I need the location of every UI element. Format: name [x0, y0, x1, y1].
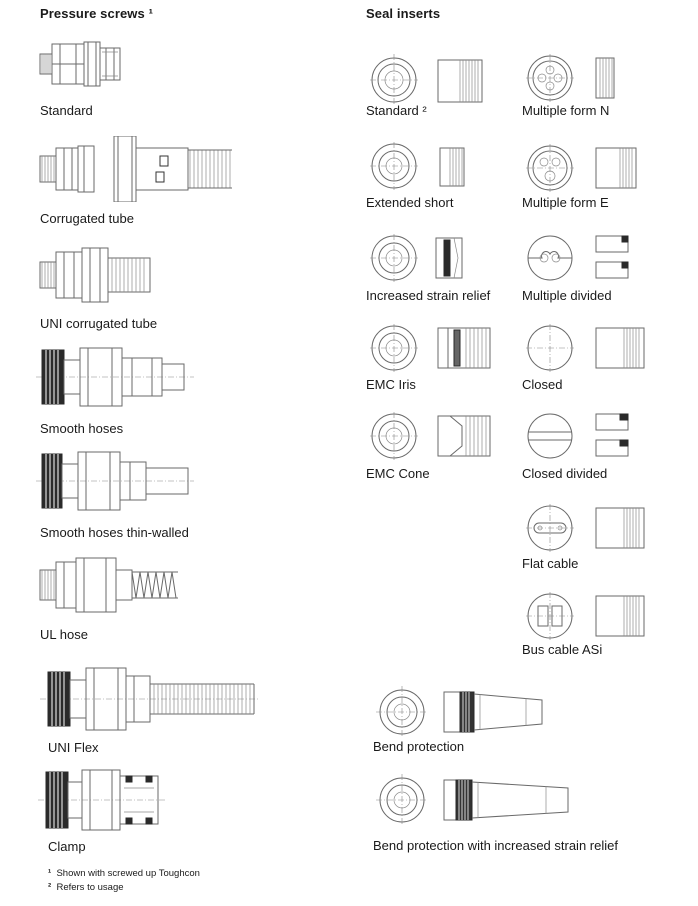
seal-increased-strain-relief-drawing	[370, 232, 470, 286]
bend-protection-increased-strain-relief-drawing	[376, 772, 576, 828]
seal-bus-cable-asi-drawing	[524, 590, 648, 646]
seal-inserts-heading: Seal inserts	[366, 6, 441, 21]
seal-emc-iris-drawing	[370, 322, 494, 376]
seal-insert-label: Closed	[522, 377, 563, 392]
seal-insert-label: EMC Iris	[366, 377, 416, 392]
seal-multiple-form-e-drawing	[524, 142, 644, 196]
pressure-screw-label: Clamp	[48, 839, 86, 854]
seal-insert-label: EMC Cone	[366, 466, 430, 481]
seal-flat-cable-drawing	[524, 502, 648, 558]
pressure-screw-label: Corrugated tube	[40, 211, 134, 226]
seal-insert-label: Increased strain relief	[366, 288, 491, 303]
seal-multiple-form-n-drawing	[524, 50, 624, 106]
pressure-screws-heading: Pressure screws ¹	[40, 6, 153, 21]
pressure-screw-label: Standard	[40, 103, 93, 118]
pressure-screw-label: UNI corrugated tube	[40, 316, 158, 331]
seal-insert-label: Multiple form E	[522, 195, 609, 210]
standard-screw-drawing	[38, 36, 128, 92]
seal-insert-label: Extended short	[366, 195, 454, 210]
seal-insert-label: Bend protection with increased strain re…	[373, 838, 618, 853]
footnote-2-text: Refers to usage	[56, 882, 124, 893]
seal-closed-drawing	[524, 322, 648, 378]
seal-insert-label: Flat cable	[522, 556, 579, 571]
pressure-screw-label: Smooth hoses	[40, 421, 124, 436]
bend-protection-drawing	[376, 684, 576, 740]
corrugated-tube-screw-drawing	[38, 136, 238, 202]
seal-insert-label: Closed divided	[522, 466, 608, 481]
seal-extended-short-drawing	[370, 140, 470, 194]
clamp-screw-drawing	[38, 768, 168, 832]
footnote-1-text: Shown with screwed up Toughcon	[56, 868, 200, 879]
footnote-2: ² Refers to usage	[48, 882, 124, 893]
footnote-1: ¹ Shown with screwed up Toughcon	[48, 868, 200, 879]
seal-multiple-divided-drawing	[524, 232, 644, 288]
seal-closed-divided-drawing	[524, 410, 644, 466]
pressure-screw-label: Smooth hoses thin-walled	[40, 525, 189, 540]
seal-insert-label: Standard ²	[366, 103, 427, 118]
smooth-hoses-screw-drawing	[36, 346, 196, 408]
seal-insert-label: Multiple form N	[522, 103, 610, 118]
pressure-screw-label: UNI Flex	[48, 740, 99, 755]
seal-standard-drawing	[370, 50, 490, 110]
footnote-2-mark: ²	[48, 882, 52, 893]
uni-corrugated-tube-screw-drawing	[38, 244, 158, 306]
uni-flex-screw-drawing	[40, 666, 260, 732]
pressure-screw-label: UL hose	[40, 627, 88, 642]
seal-insert-label: Bend protection	[373, 739, 465, 754]
smooth-hoses-thin-walled-screw-drawing	[36, 450, 196, 512]
ul-hose-screw-drawing	[36, 556, 186, 614]
seal-emc-cone-drawing	[370, 410, 494, 464]
seal-insert-label: Multiple divided	[522, 288, 612, 303]
footnote-1-mark: ¹	[48, 868, 52, 879]
seal-insert-label: Bus cable ASi	[522, 642, 603, 657]
